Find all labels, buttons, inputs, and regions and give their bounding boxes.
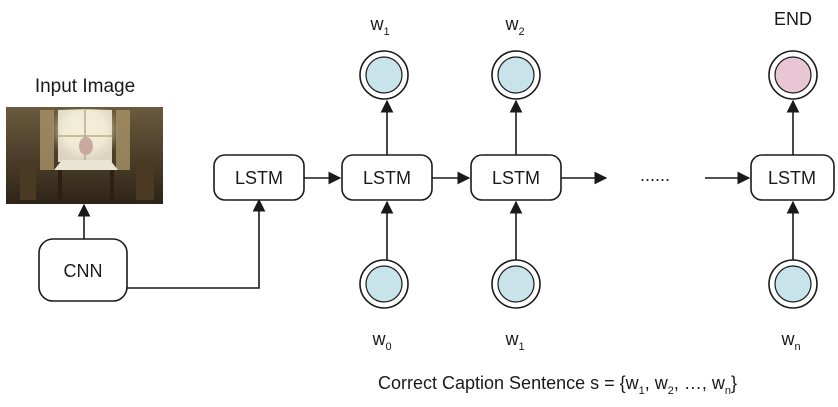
input-node-w0 [359,259,409,309]
input-label-w1: w1 [504,329,524,353]
input-node-w1 [491,259,541,309]
cnn-label: CNN [64,261,103,281]
input-label-w0: w0 [371,329,391,353]
input-photo [6,107,163,204]
input-label-wn: wn [780,329,800,353]
lstm-label-0: LSTM [235,168,283,188]
output-label-w1: w1 [369,14,389,38]
output-label-w2: w2 [504,14,524,38]
output-node-w1 [359,50,409,100]
lstm-label-2: LSTM [492,168,540,188]
input-node-wn [768,259,818,309]
output-node-w2 [491,50,541,100]
cnn-to-lstm0-arrow [127,198,266,289]
lstm-label-n: LSTM [768,168,816,188]
caption-sentence: Correct Caption Sentence s = {w1, w2, …,… [378,373,737,397]
input-image-label: Input Image [35,76,135,97]
cnn-block [38,238,128,302]
output-node-end [768,50,818,100]
lstm-label-1: LSTM [363,168,411,188]
ellipsis: ...... [640,165,670,185]
output-label-end: END [774,9,812,29]
